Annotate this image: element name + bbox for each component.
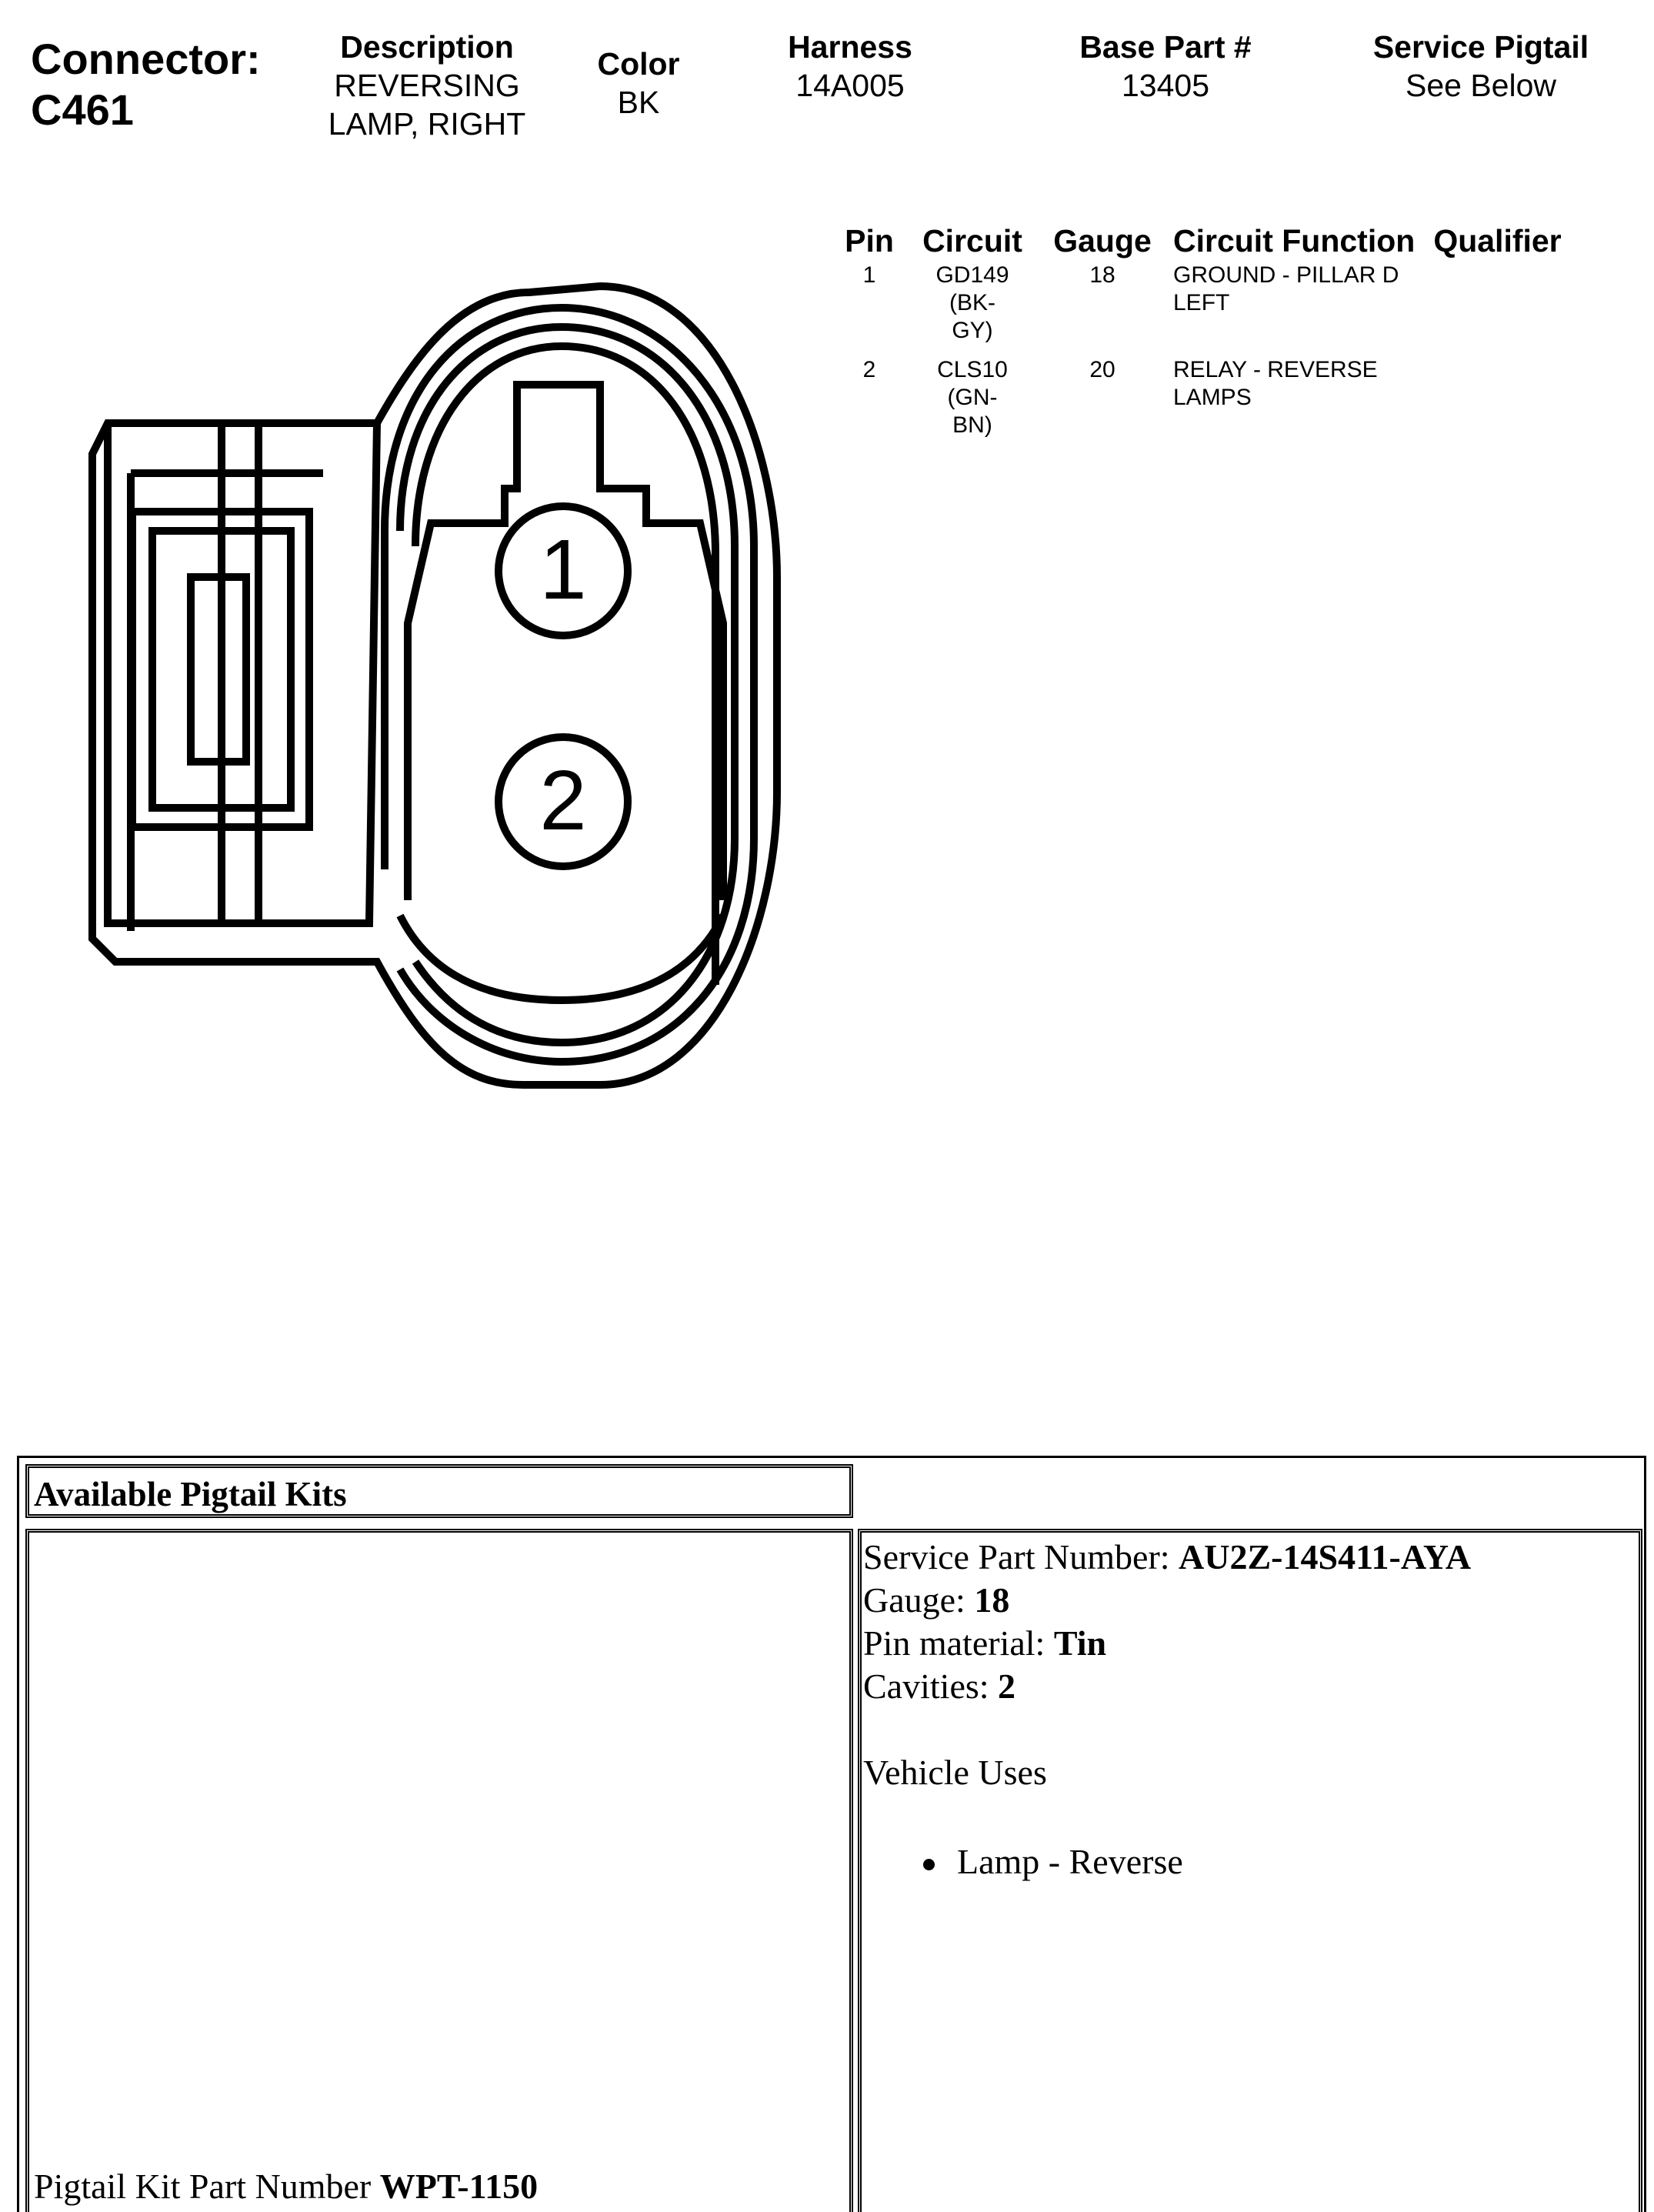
oval-ring-inner [412, 342, 719, 985]
base-part-value: 13405 [1121, 68, 1209, 103]
spacer [863, 1708, 1637, 1751]
connector-header: Connector: C461 [31, 34, 261, 135]
pin-number: 1 [862, 262, 876, 288]
vehicle-uses-label: Vehicle Uses [863, 1753, 1047, 1792]
pigtail-kit-part-number: Pigtail Kit Part Number WPT-1150 [34, 2165, 538, 2208]
oval-ring-outer [381, 303, 758, 1066]
pin-2-label: 2 [539, 753, 586, 848]
pin-1-circle [495, 502, 632, 639]
description-label: Description [340, 29, 514, 65]
harness-value: 14A005 [795, 68, 905, 103]
kit-pn-value: WPT-1150 [379, 2167, 539, 2206]
description-line-1: REVERSING [334, 68, 520, 103]
service-pn-value: AU2Z-14S411-AYA [1179, 1537, 1472, 1576]
pigtail-kits-table: Available Pigtail Kits Pigtail Kit Part … [17, 1456, 1646, 2212]
oval-ring-middle [396, 322, 739, 1047]
function-line-1: GROUND - PILLAR D [1173, 262, 1399, 288]
gauge-value: 18 [974, 1580, 1010, 1620]
cavities-value: 2 [998, 1667, 1016, 1706]
pin-material-value: Tin [1053, 1623, 1107, 1663]
pin-material-line: Pin material: Tin [863, 1622, 1637, 1665]
description-header: Description REVERSING LAMP, RIGHT [312, 28, 542, 143]
pin-number: 2 [862, 357, 876, 382]
circuit-line-1: CLS10 (GN- [937, 357, 1008, 410]
connector-label: Connector: [31, 35, 261, 83]
pin-cavity-bottom [396, 913, 727, 1005]
gauge-label: Gauge: [863, 1580, 975, 1620]
vehicle-uses-list: Lamp - Reverse [863, 1840, 1637, 1883]
description-line-2: LAMP, RIGHT [328, 106, 526, 142]
circuit-line-2: GY) [952, 318, 993, 343]
color-header: Color BK [569, 45, 708, 122]
function-line-2: LAMPS [1173, 385, 1252, 410]
list-item: Lamp - Reverse [917, 1840, 1637, 1883]
gauge-line: Gauge: 18 [863, 1579, 1637, 1622]
harness-label: Harness [788, 29, 912, 65]
base-part-label: Base Part # [1079, 29, 1252, 65]
service-pigtail-value: See Below [1405, 68, 1556, 103]
pigtail-kit-cell: Pigtail Kit Part Number WPT-1150 [25, 1529, 853, 2212]
housing-outer-outline [88, 282, 781, 1089]
qualifier-cell [1424, 355, 1570, 449]
col-header-qualifier: Qualifier [1433, 223, 1562, 259]
function-line-2: LEFT [1173, 290, 1230, 315]
table-row: 2 CLS10 (GN- BN) 20 RELAY - REVERSE LAMP… [835, 355, 1571, 449]
col-header-pin: Pin [845, 223, 894, 259]
col-header-circuit: Circuit [922, 223, 1022, 259]
harness-header: Harness 14A005 [762, 28, 939, 105]
table-row: 1 GD149 (BK- GY) 18 GROUND - PILLAR D LE… [835, 260, 1571, 355]
service-pigtail-header: Service Pigtail See Below [1339, 28, 1623, 105]
connector-face-diagram: 1 2 [88, 282, 781, 1089]
pin-table: Pin Circuit Gauge Circuit Function Quali… [835, 222, 1571, 449]
pin-table-header-row: Pin Circuit Gauge Circuit Function Quali… [835, 222, 1571, 260]
pin-2-circle [495, 733, 632, 870]
cavities-label: Cavities: [863, 1667, 999, 1706]
service-part-details: Service Part Number: AU2Z-14S411-AYA Gau… [858, 1529, 1642, 2212]
pigtail-kits-title: Available Pigtail Kits [25, 1464, 853, 1518]
service-pn-label: Service Part Number: [863, 1537, 1179, 1576]
gauge-cell: 18 [1089, 262, 1115, 288]
kit-pn-label: Pigtail Kit Part Number [34, 2167, 380, 2206]
connector-id: C461 [31, 85, 134, 134]
service-part-number: Service Part Number: AU2Z-14S411-AYA [863, 1536, 1637, 1579]
color-value: BK [617, 85, 660, 120]
function-line-1: RELAY - REVERSE [1173, 357, 1378, 382]
col-header-gauge: Gauge [1053, 223, 1152, 259]
col-header-circuit-function: Circuit Function [1173, 223, 1416, 259]
circuit-cell: GD149 (BK- GY) [904, 260, 1041, 355]
housing-inner-outline [104, 422, 381, 927]
base-part-header: Base Part # 13405 [1062, 28, 1269, 105]
circuit-line-2: BN) [952, 412, 992, 438]
pin-cavity-outline [404, 381, 727, 900]
circuit-cell: CLS10 (GN- BN) [904, 355, 1041, 449]
color-label: Color [597, 46, 680, 82]
gauge-cell: 20 [1089, 357, 1115, 382]
pin-1-label: 1 [539, 522, 586, 617]
qualifier-cell [1424, 260, 1570, 355]
cavities-line: Cavities: 2 [863, 1665, 1637, 1708]
circuit-line-1: GD149 (BK- [935, 262, 1009, 315]
pin-material-label: Pin material: [863, 1623, 1054, 1663]
service-pigtail-label: Service Pigtail [1372, 29, 1589, 65]
circuit-function-cell: RELAY - REVERSE LAMPS [1164, 355, 1424, 449]
circuit-function-cell: GROUND - PILLAR D LEFT [1164, 260, 1424, 355]
